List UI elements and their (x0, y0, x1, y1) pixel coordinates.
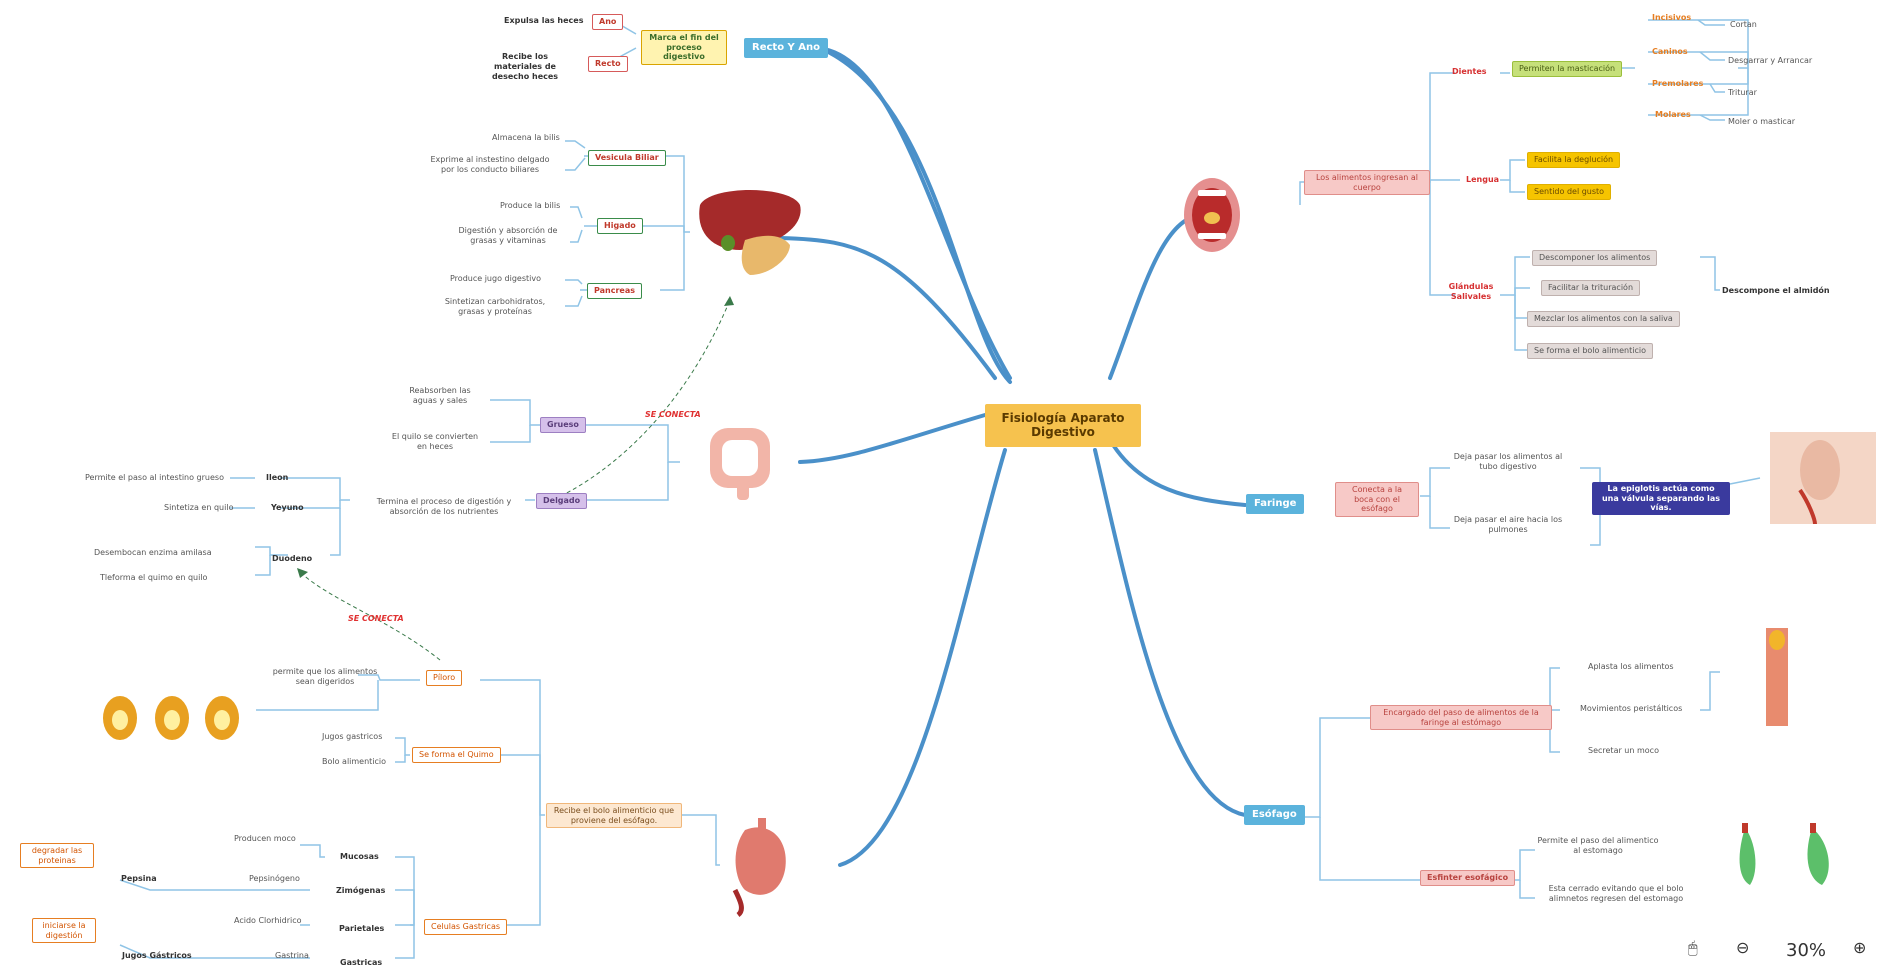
stomach-sequence-illustration (103, 696, 239, 740)
caninos-node[interactable]: Caninos (1652, 47, 1688, 56)
connect-label-1: SE CONECTA (645, 410, 701, 419)
glandulas-item-1[interactable]: Descomponer los alimentos (1532, 250, 1658, 266)
piloro-desc: permite que los alimentos sean digeridos (272, 667, 378, 686)
stomach-illustration (732, 818, 786, 918)
branch-faringe[interactable]: Faringe (1246, 494, 1305, 514)
faringe-item-1: Deja pasar los alimentos al tubo digesti… (1453, 452, 1563, 471)
zoom-in-icon[interactable]: ⊕ (1853, 938, 1867, 957)
almidon-label: Descompone el almidón (1722, 286, 1830, 295)
higado-item-2: Digestión y absorción de grasas y vitami… (458, 226, 558, 245)
lengua-item-2[interactable]: Sentido del gusto (1527, 184, 1612, 200)
zoom-level: 30% (1786, 940, 1827, 961)
branch-esofago[interactable]: Esófago (1244, 805, 1305, 825)
connect-label-2: SE CONECTA (348, 614, 404, 623)
ileon-node[interactable]: Ileon (266, 473, 289, 482)
pancreas-item-1: Produce jugo digestivo (450, 274, 541, 283)
gastrina-label: Gastrina (275, 951, 309, 960)
pepsinogeno-label: Pepsinógeno (249, 874, 300, 883)
delgado-desc: Termina el proceso de digestión y absorc… (376, 497, 512, 516)
center-topic[interactable]: Fisiología Aparato Digestivo (985, 404, 1141, 447)
estomago-main[interactable]: Recibe el bolo alimenticio que proviene … (546, 803, 682, 829)
duodeno-item-2: Tleforma el quimo en quilo (100, 573, 208, 582)
vesicula-node[interactable]: Vesicula Biliar (588, 150, 666, 166)
quimo-item-2: Bolo alimenticio (322, 757, 387, 766)
esfinter-item-1: Permite el paso del alimentico al estoma… (1537, 836, 1659, 855)
yeyuno-desc: Sintetiza en quilo (164, 503, 234, 512)
throat-illustration (1770, 432, 1876, 525)
glandulas-item-2[interactable]: Facilitar la trituración (1541, 280, 1641, 296)
intestine-illustration (710, 428, 770, 500)
jugos-node[interactable]: Jugos Gástricos (122, 951, 192, 960)
glandulas-node[interactable]: Glándulas Salivales (1448, 282, 1494, 301)
sphincter-illustration (1739, 823, 1829, 885)
delgado-node[interactable]: Delgado (536, 493, 588, 509)
parietales-node[interactable]: Parietales (339, 924, 385, 933)
vesicula-item-1: Almacena la bilis (492, 133, 560, 142)
pepsina-node[interactable]: Pepsina (121, 874, 157, 883)
mouse-icon[interactable]: 🖱 (1688, 938, 1698, 957)
pepsina-desc[interactable]: degradar las proteinas (20, 843, 94, 869)
lengua-node[interactable]: Lengua (1466, 175, 1500, 184)
boca-main[interactable]: Los alimentos ingresan al cuerpo (1304, 170, 1430, 196)
piloro-node[interactable]: Píloro (426, 670, 463, 686)
vesicula-item-2: Exprime al instestino delgado por los co… (430, 155, 550, 174)
grueso-item-2: El quilo se convierten en heces (391, 432, 479, 451)
epiglotis-node[interactable]: La epiglotis actúa como una válvula sepa… (1592, 482, 1730, 515)
celulas-node[interactable]: Celulas Gastricas (424, 919, 508, 935)
molares-node[interactable]: Molares (1655, 110, 1691, 119)
ano-node[interactable]: Ano (592, 14, 624, 30)
premolares-desc: Triturar (1728, 88, 1757, 97)
pancreas-node[interactable]: Pancreas (587, 283, 643, 299)
higado-item-1: Produce la bilis (500, 201, 561, 210)
duodeno-item-1: Desembocan enzima amilasa (94, 548, 212, 557)
mucosas-desc: Producen moco (234, 834, 296, 843)
mouth-illustration (1184, 178, 1240, 252)
recto-desc[interactable]: Marca el fin del proceso digestivo (641, 30, 727, 65)
premolares-node[interactable]: Premolares (1652, 79, 1704, 88)
ano-desc: Expulsa las heces (504, 16, 584, 25)
quimo-node[interactable]: Se forma el Quimo (412, 747, 501, 763)
masticacion-node[interactable]: Permiten la masticación (1512, 61, 1623, 77)
faringe-desc[interactable]: Conecta a la boca con el esófago (1335, 482, 1419, 517)
esofago-item-1: Aplasta los alimentos (1588, 662, 1674, 671)
pancreas-item-2: Sintetizan carbohidratos, grasas y prote… (444, 297, 546, 316)
recto-node[interactable]: Recto (588, 56, 628, 72)
glandulas-item-3[interactable]: Mezclar los alimentos con la saliva (1527, 311, 1680, 327)
faringe-item-2: Deja pasar el aire hacia los pulmones (1453, 515, 1563, 534)
incisivos-node[interactable]: Incisivos (1652, 13, 1692, 22)
gastricas-node[interactable]: Gastricas (340, 958, 383, 967)
incisivos-desc: Cortan (1730, 20, 1757, 29)
mucosas-node[interactable]: Mucosas (340, 852, 379, 861)
esofago-item-2: Movimientos peristálticos (1580, 704, 1683, 713)
caninos-desc: Desgarrar y Arrancar (1728, 56, 1813, 65)
esofago-desc[interactable]: Encargado del paso de alimentos de la fa… (1370, 705, 1552, 731)
zoom-out-icon[interactable]: ⊖ (1736, 938, 1750, 957)
duodeno-node[interactable]: Duodeno (272, 554, 313, 563)
parietales-desc: Acido Clorhidrico (234, 916, 302, 925)
grueso-node[interactable]: Grueso (540, 417, 586, 433)
esfinter-node[interactable]: Esfinter esofágico (1420, 870, 1516, 886)
esofago-item-3: Secretar un moco (1588, 746, 1659, 755)
jugos-desc[interactable]: iniciarse la digestión (32, 918, 96, 944)
liver-illustration (699, 190, 801, 275)
esophagus-illustration (1766, 628, 1788, 726)
molares-desc: Moler o masticar (1728, 117, 1796, 126)
lengua-item-1[interactable]: Facilita la deglución (1527, 152, 1621, 168)
dientes-node[interactable]: Dientes (1452, 67, 1487, 76)
esfinter-item-2: Esta cerrado evitando que el bolo alimne… (1548, 884, 1684, 903)
quimo-item-1: Jugos gastricos (322, 732, 383, 741)
recto-material-desc: Recibe los materiales de desecho heces (491, 52, 559, 81)
glandulas-item-4[interactable]: Se forma el bolo alimenticio (1527, 343, 1653, 359)
zimogenas-node[interactable]: Zimógenas (336, 886, 386, 895)
higado-node[interactable]: Higado (597, 218, 643, 234)
yeyuno-node[interactable]: Yeyuno (271, 503, 304, 512)
grueso-item-1: Reabsorben las aguas y sales (409, 386, 471, 405)
branch-recto-ano[interactable]: Recto Y Ano (744, 38, 828, 58)
ileon-desc: Permite el paso al intestino grueso (85, 473, 224, 482)
